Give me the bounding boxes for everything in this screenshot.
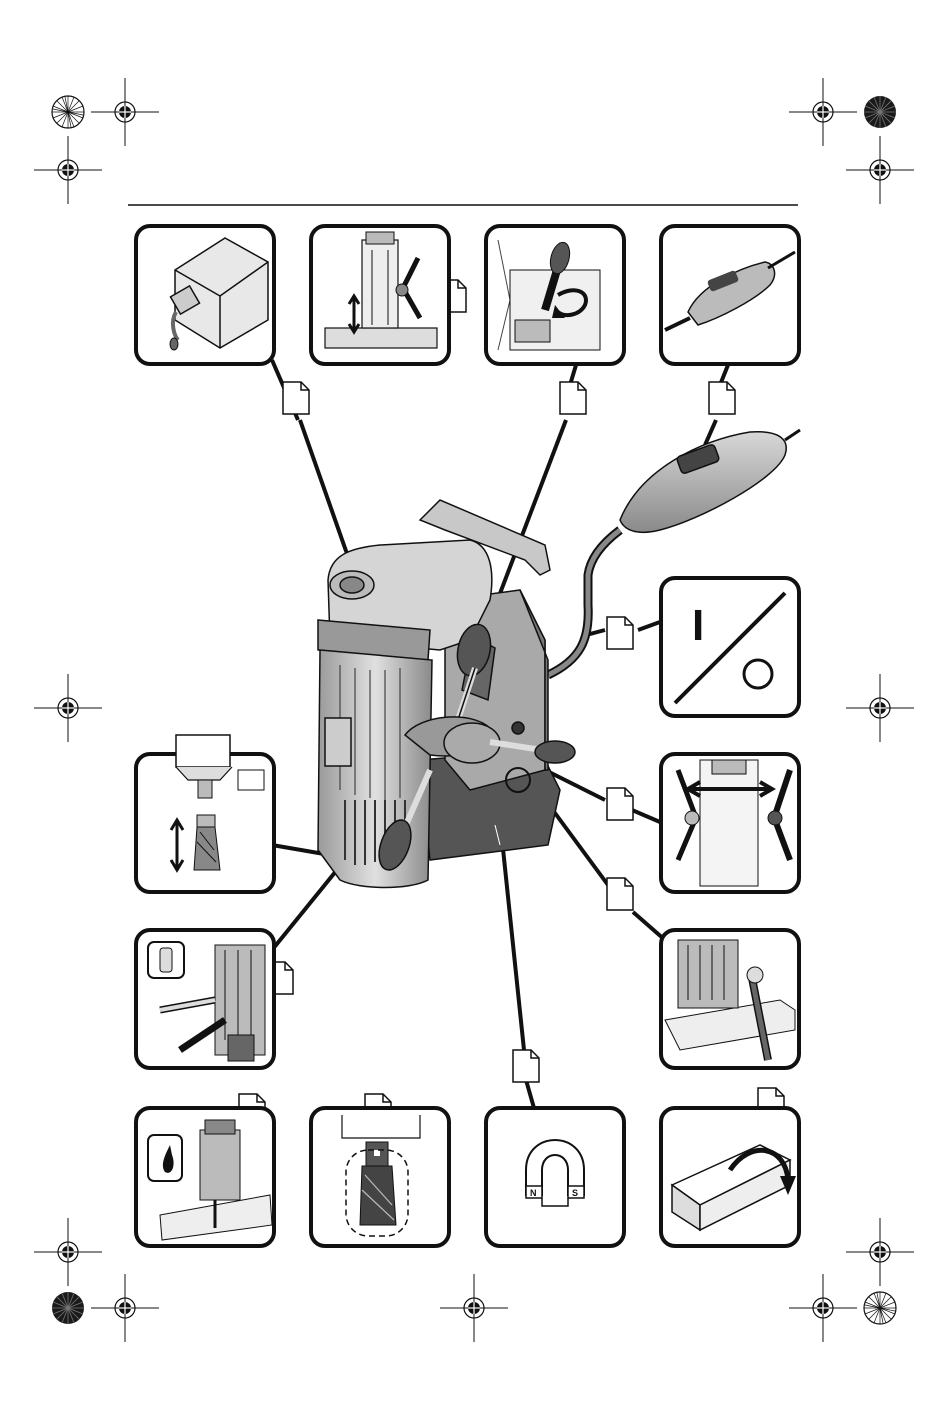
magnet-north-label: N: [530, 1188, 537, 1198]
tile-safety-strap: [661, 930, 799, 1068]
registration-mark-top-right: [789, 78, 914, 204]
tile-oil-bottle: [136, 226, 274, 364]
tile-cutting-oil: [136, 1108, 274, 1246]
tile-spindle-lock: [486, 226, 624, 364]
switch-on-label: I: [692, 601, 704, 650]
registration-mark-bottom-right: [789, 1218, 914, 1342]
color-bar-bottom-left: [52, 1292, 84, 1324]
tile-inline-switch: [661, 226, 799, 364]
color-bar-top-right: [864, 96, 896, 128]
tile-cutter-wear: [311, 1108, 449, 1246]
tile-on-off-symbol: I: [661, 578, 799, 716]
registration-mark-mid-left: [34, 674, 102, 742]
tile-cutter-insert: [136, 735, 274, 892]
tile-handle-position: [661, 754, 799, 892]
registration-mark-bottom-center: [440, 1274, 508, 1342]
tile-magnet-symbol: N S: [486, 1108, 624, 1246]
registration-mark-mid-right: [846, 674, 914, 742]
magnet-south-label: S: [572, 1188, 578, 1198]
color-bar-bottom-right: [864, 1292, 896, 1324]
tile-packaging: [661, 1108, 799, 1246]
registration-mark-top-left: [34, 78, 159, 204]
color-bar-top-left: [52, 96, 84, 128]
tile-height-adjust: [311, 226, 449, 364]
tile-cartridge-holder: [136, 930, 274, 1068]
